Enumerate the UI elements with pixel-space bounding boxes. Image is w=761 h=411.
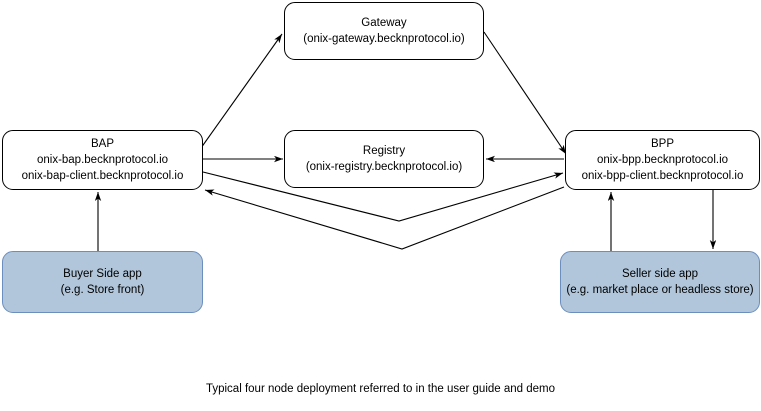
node-gateway-subtitle: (onix-gateway.becknprotocol.io) xyxy=(303,33,465,45)
node-buyer-side-app-title: Buyer Side app xyxy=(63,268,142,280)
node-bpp-title: BPP xyxy=(650,138,674,150)
node-bpp[interactable]: BPP onix-bpp.becknprotocol.io onix-bpp-c… xyxy=(565,130,760,190)
node-seller-side-app[interactable]: Seller side app (e.g. market place or he… xyxy=(560,251,760,313)
node-seller-side-app-subtitle: (e.g. market place or headless store) xyxy=(566,284,754,296)
node-bpp-host: onix-bpp.becknprotocol.io xyxy=(596,154,729,166)
node-bap-client-host: onix-bap-client.becknprotocol.io xyxy=(21,170,184,182)
edge-bpp-to-bap xyxy=(204,186,565,250)
node-registry-title: Registry xyxy=(362,145,406,157)
node-bap-host: onix-bap.becknprotocol.io xyxy=(36,154,169,166)
node-bpp-client-host: onix-bpp-client.becknprotocol.io xyxy=(581,170,744,182)
node-registry[interactable]: Registry (onix-registry.becknprotocol.io… xyxy=(284,130,484,188)
edge-bap-to-gateway xyxy=(195,33,283,156)
edge-gateway-to-bpp xyxy=(483,31,567,155)
node-gateway[interactable]: Gateway (onix-gateway.becknprotocol.io) xyxy=(284,2,484,60)
diagram-caption: Typical four node deployment referred to… xyxy=(205,383,556,395)
node-gateway-title: Gateway xyxy=(361,17,407,29)
node-seller-side-app-title: Seller side app xyxy=(621,268,699,280)
edge-bap-to-bpp xyxy=(202,171,564,222)
node-registry-subtitle: (onix-registry.becknprotocol.io) xyxy=(305,161,463,173)
node-buyer-side-app[interactable]: Buyer Side app (e.g. Store front) xyxy=(2,251,203,313)
node-buyer-side-app-subtitle: (e.g. Store front) xyxy=(60,284,145,296)
node-bap[interactable]: BAP onix-bap.becknprotocol.io onix-bap-c… xyxy=(2,130,203,190)
node-bap-title: BAP xyxy=(90,138,114,150)
